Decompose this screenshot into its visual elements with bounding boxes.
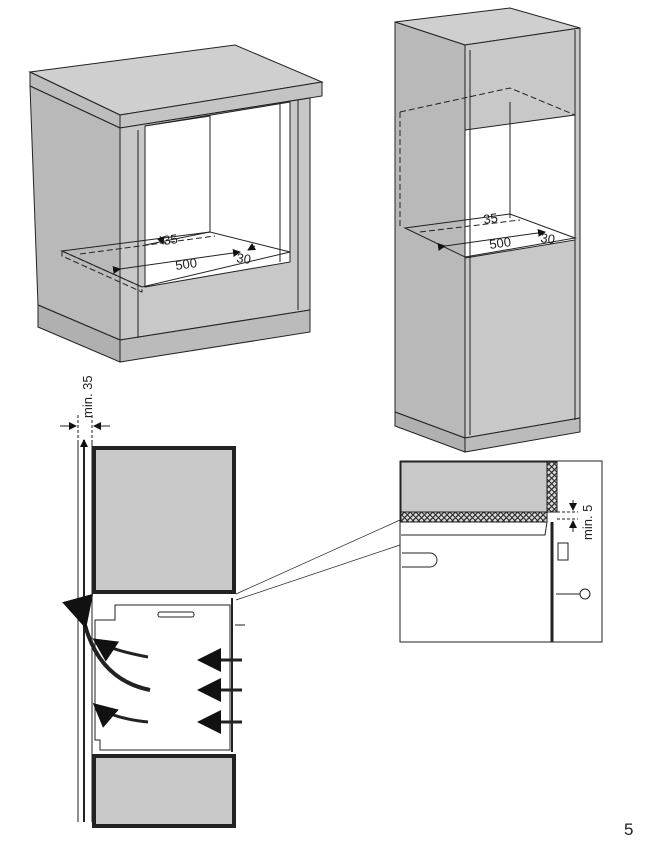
side-label: 30 [540,230,556,247]
side-label: 30 [236,250,252,267]
side-gap-label: min. 35 [80,375,95,418]
section-view: min. 35 [60,375,401,828]
depth-label: 35 [162,231,178,248]
detail-view: min. 5 [399,460,603,643]
base-cabinet-figure: 35 500 30 [28,44,324,363]
tall-cabinet-figure: 35 500 30 [394,7,581,453]
width-label: 500 [174,255,198,273]
width-label: 500 [488,234,512,252]
top-gap-label: min. 5 [580,505,595,540]
depth-label: 35 [482,210,498,227]
page-number: 5 [624,820,634,839]
